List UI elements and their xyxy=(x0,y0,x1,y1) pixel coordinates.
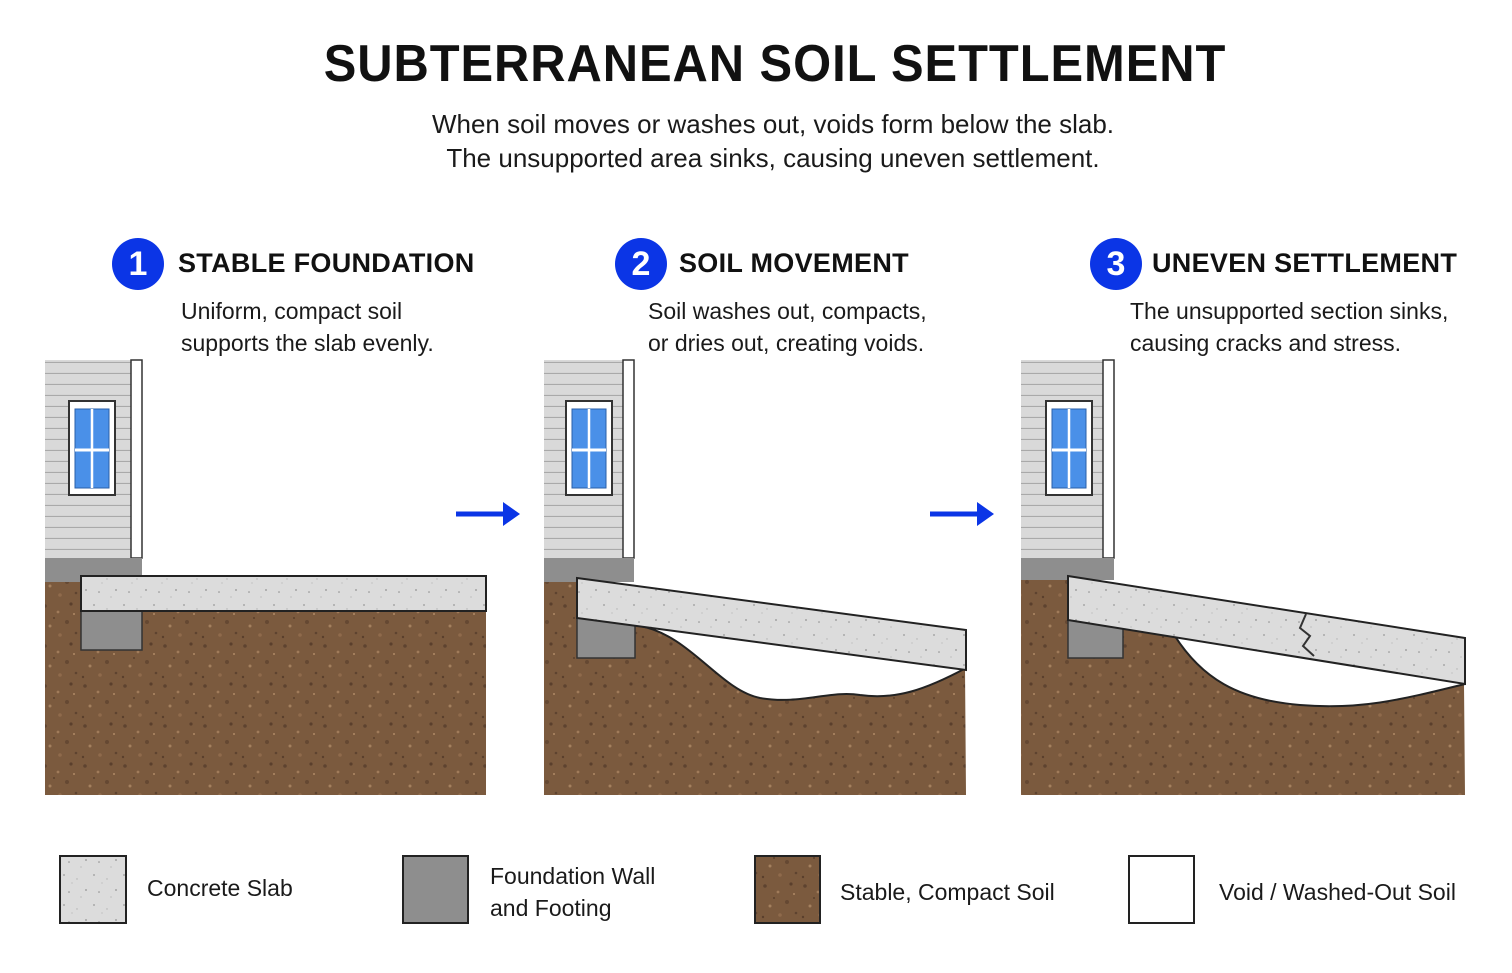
legend-concrete-label: Concrete Slab xyxy=(147,875,293,901)
legend-void-swatch xyxy=(1128,855,1195,924)
arrow-right-icon xyxy=(930,502,994,526)
legend-soil-label: Stable, Compact Soil xyxy=(840,879,1055,905)
footing xyxy=(80,607,143,651)
step-1-badge: 1 xyxy=(112,238,164,290)
legend-soil-swatch xyxy=(754,855,821,924)
house-corner-trim xyxy=(130,359,143,559)
subtitle-line-1: When soil moves or washes out, voids for… xyxy=(431,109,1115,139)
step-2-desc: Soil washes out, compacts, or dries out,… xyxy=(648,295,927,359)
step-2-desc-line-1: Soil washes out, compacts, xyxy=(648,298,927,324)
legend-concrete-swatch xyxy=(59,855,127,924)
panel-1-stable xyxy=(45,359,487,795)
house-corner-trim xyxy=(622,359,635,559)
foundation-wall xyxy=(1021,558,1114,580)
step-3-title: UNEVEN SETTLEMENT xyxy=(1152,248,1458,278)
legend-foundation-line-2: and Footing xyxy=(490,895,612,921)
slab-crack xyxy=(1298,613,1315,657)
window-icon xyxy=(1045,400,1093,496)
arrow-right-icon xyxy=(456,502,520,526)
panel-3-settlement xyxy=(1021,359,1466,795)
step-2-title: SOIL MOVEMENT xyxy=(679,248,909,278)
step-1-desc: Uniform, compact soil supports the slab … xyxy=(181,295,434,359)
step-2-desc-line-2: or dries out, creating voids. xyxy=(648,330,925,356)
soil xyxy=(544,582,966,795)
house-corner-trim xyxy=(1102,359,1115,559)
step-3-desc: The unsupported section sinks, causing c… xyxy=(1130,295,1448,359)
concrete-slab xyxy=(80,575,487,612)
soil xyxy=(1021,580,1465,795)
foundation-wall xyxy=(544,558,634,582)
step-2-badge: 2 xyxy=(615,238,667,290)
window-icon xyxy=(68,400,116,496)
page-title: SUBTERRANEAN SOIL SETTLEMENT xyxy=(323,35,1227,93)
window-icon xyxy=(565,400,613,496)
legend-void-label: Void / Washed-Out Soil xyxy=(1219,879,1456,905)
step-3-badge: 3 xyxy=(1090,238,1142,290)
subtitle-line-2: The unsupported area sinks, causing unev… xyxy=(446,143,1100,173)
legend-foundation-line-1: Foundation Wall xyxy=(490,863,656,889)
step-3-desc-line-2: causing cracks and stress. xyxy=(1130,330,1402,356)
concrete-slab xyxy=(576,576,967,672)
step-1-desc-line-2: supports the slab evenly. xyxy=(181,330,434,356)
panel-2-movement xyxy=(544,359,967,795)
concrete-slab xyxy=(1067,574,1466,686)
step-1-title: STABLE FOUNDATION xyxy=(178,248,475,278)
step-1-desc-line-1: Uniform, compact soil xyxy=(181,298,403,324)
legend-foundation-swatch xyxy=(402,855,469,924)
legend-foundation-label: Foundation Wall and Footing xyxy=(490,860,655,924)
step-3-desc-line-1: The unsupported section sinks, xyxy=(1130,298,1449,324)
